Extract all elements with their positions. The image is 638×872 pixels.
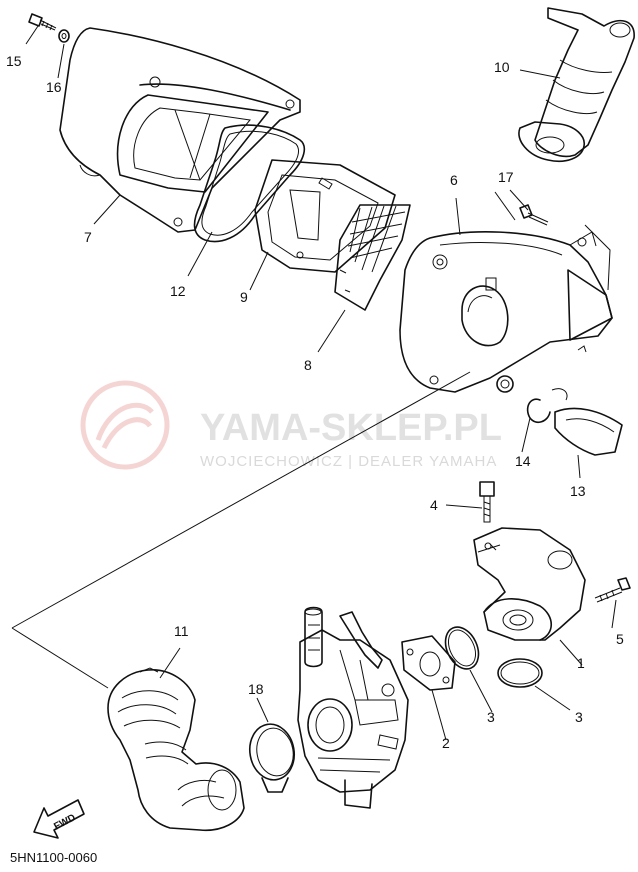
- callout-13: 13: [570, 483, 586, 499]
- watermark-logo: [80, 380, 170, 470]
- callout-18: 18: [248, 681, 264, 697]
- part-15-screw: [28, 13, 57, 31]
- callout-7: 7: [84, 229, 92, 245]
- part-8-filter-element: [334, 204, 411, 311]
- callout-3-lower: 3: [575, 709, 583, 725]
- callout-14: 14: [515, 453, 531, 469]
- callout-15: 15: [6, 53, 22, 69]
- watermark: YAMA-SKLEP.PL WOJCIECHOWICZ | DEALER YAM…: [80, 380, 502, 470]
- part-6-air-filter-case: [399, 231, 613, 393]
- part-13-breather-duct: [554, 407, 623, 456]
- diagram-code: 5HN1100-0060: [10, 850, 98, 865]
- part-5-bolt: [594, 577, 631, 603]
- part-3-o-ring-lower: [497, 658, 543, 688]
- part-1-intake-manifold: [473, 527, 586, 641]
- part-7-air-filter-cover: [59, 27, 301, 233]
- part-14-clamp: [526, 388, 568, 424]
- callout-4: 4: [430, 497, 438, 513]
- watermark-dealer: WOJCIECHOWICZ | DEALER YAMAHA: [200, 453, 497, 470]
- callout-9: 9: [240, 289, 248, 305]
- callout-17: 17: [498, 169, 514, 185]
- callouts: 1 2 3 3 4 5 6 7 8 9 10 11 12 13 14 15 16…: [6, 53, 624, 751]
- part-18-hose-clamp: [248, 723, 296, 793]
- part-10-air-duct: [518, 7, 635, 162]
- part-11-joint-hose: [107, 667, 245, 832]
- callout-11: 11: [174, 623, 189, 639]
- callout-16: 16: [46, 79, 62, 95]
- part-16-washer: [58, 29, 70, 43]
- callout-2: 2: [442, 735, 450, 751]
- carburetor: [297, 606, 409, 809]
- watermark-brand: YAMA-SKLEP.PL: [200, 407, 502, 449]
- part-9-filter-frame: [254, 159, 396, 273]
- leader-lines: [11, 25, 617, 741]
- fwd-label: FWD: [52, 812, 77, 832]
- callout-1: 1: [577, 655, 585, 671]
- callout-3-upper: 3: [487, 709, 495, 725]
- callout-12: 12: [170, 283, 186, 299]
- callout-6: 6: [450, 172, 458, 188]
- part-3-o-ring-upper: [444, 626, 480, 670]
- callout-8: 8: [304, 357, 312, 373]
- part-12-gasket: [193, 124, 306, 243]
- callout-10: 10: [494, 59, 510, 75]
- fwd-arrow-icon: FWD: [33, 799, 85, 839]
- part-2-insulator: [401, 635, 456, 691]
- part-17-bolt: [519, 204, 549, 226]
- callout-5: 5: [616, 631, 624, 647]
- part-4-bolt: [479, 481, 495, 523]
